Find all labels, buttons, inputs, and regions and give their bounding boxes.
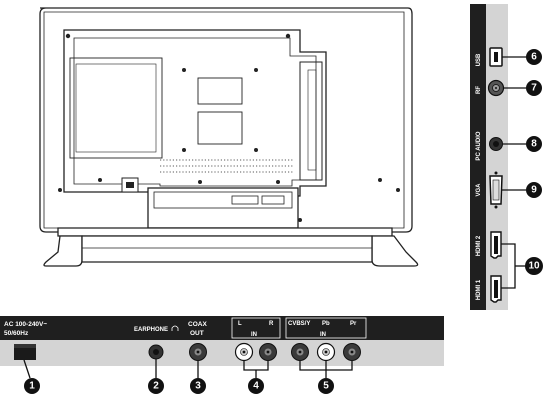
coax-out-jack <box>189 343 207 361</box>
bottom-leader-lines <box>23 359 353 379</box>
tv-rear-view <box>39 7 419 267</box>
svg-text:1: 1 <box>29 381 35 392</box>
callout-4: 4 <box>248 378 264 394</box>
pb-jack <box>316 342 336 362</box>
power-label-line2: 50/60Hz <box>4 330 29 337</box>
svg-text:6: 6 <box>531 52 537 63</box>
svg-text:3: 3 <box>195 381 201 392</box>
audio-in-label-group: L R IN <box>231 317 281 339</box>
bottom-panel-port-strip <box>0 340 444 366</box>
callout-1: 1 <box>24 378 40 394</box>
callout-7: 7 <box>526 80 542 96</box>
av-in-label: IN <box>320 332 326 338</box>
earphone-jack <box>148 344 164 360</box>
rf-label: RF <box>476 86 482 94</box>
side-leader-lines <box>501 56 526 289</box>
audio-in-right-jack <box>259 343 277 361</box>
hdmi2-port <box>490 231 502 259</box>
audio-in-left-label: L <box>238 321 242 327</box>
pc-audio-port <box>489 137 503 151</box>
usb-label: USB <box>476 53 482 66</box>
audio-in-right-label: R <box>269 321 274 327</box>
svg-text:4: 4 <box>253 381 259 392</box>
callout-3: 3 <box>190 378 206 394</box>
svg-text:7: 7 <box>531 83 537 94</box>
hdmi2-label: HDMI 2 <box>476 235 482 256</box>
vga-port <box>489 171 503 209</box>
pr-label: Pr <box>350 321 357 327</box>
callout-6: 6 <box>526 49 542 65</box>
pr-jack <box>343 343 361 361</box>
callout-9: 9 <box>526 182 542 198</box>
svg-text:5: 5 <box>323 381 329 392</box>
earphone-label: EARPHONE <box>134 327 168 333</box>
svg-text:9: 9 <box>531 185 537 196</box>
coax-label-line2: OUT <box>190 330 204 337</box>
audio-in-label: IN <box>251 332 257 338</box>
vga-label: VGA <box>476 183 482 197</box>
callout-2: 2 <box>148 378 164 394</box>
callout-5: 5 <box>318 378 334 394</box>
audio-in-left-jack <box>234 342 254 362</box>
rf-port <box>487 79 505 97</box>
side-panel-label-strip <box>470 4 486 310</box>
callout-8: 8 <box>526 136 542 152</box>
cvbs-jack <box>291 343 309 361</box>
bottom-panel-label-strip <box>0 316 444 340</box>
svg-text:2: 2 <box>153 381 159 392</box>
av-in-label-group: CVBS/Y Pb Pr IN <box>285 317 367 339</box>
ac-power-socket <box>14 344 36 360</box>
hdmi1-label: HDMI 1 <box>476 279 482 300</box>
pc-audio-label: PC AUDIO <box>476 131 482 160</box>
coax-label-line1: COAX <box>188 321 207 328</box>
headphone-icon <box>171 325 179 331</box>
power-label-line1: AC 100-240V~ <box>4 321 47 328</box>
hdmi1-port <box>490 275 502 303</box>
pb-label: Pb <box>322 321 330 327</box>
cvbs-label: CVBS/Y <box>288 321 310 327</box>
callout-10: 10 <box>525 257 543 275</box>
usb-port <box>489 47 503 67</box>
svg-text:10: 10 <box>528 261 540 272</box>
bottom-panel: AC 100-240V~ 50/60Hz EARPHONE COAX OUT L… <box>0 316 444 394</box>
side-panel: USB RF PC AUDIO VGA HDMI 2 HDMI 1 <box>470 4 543 310</box>
svg-text:8: 8 <box>531 139 537 150</box>
